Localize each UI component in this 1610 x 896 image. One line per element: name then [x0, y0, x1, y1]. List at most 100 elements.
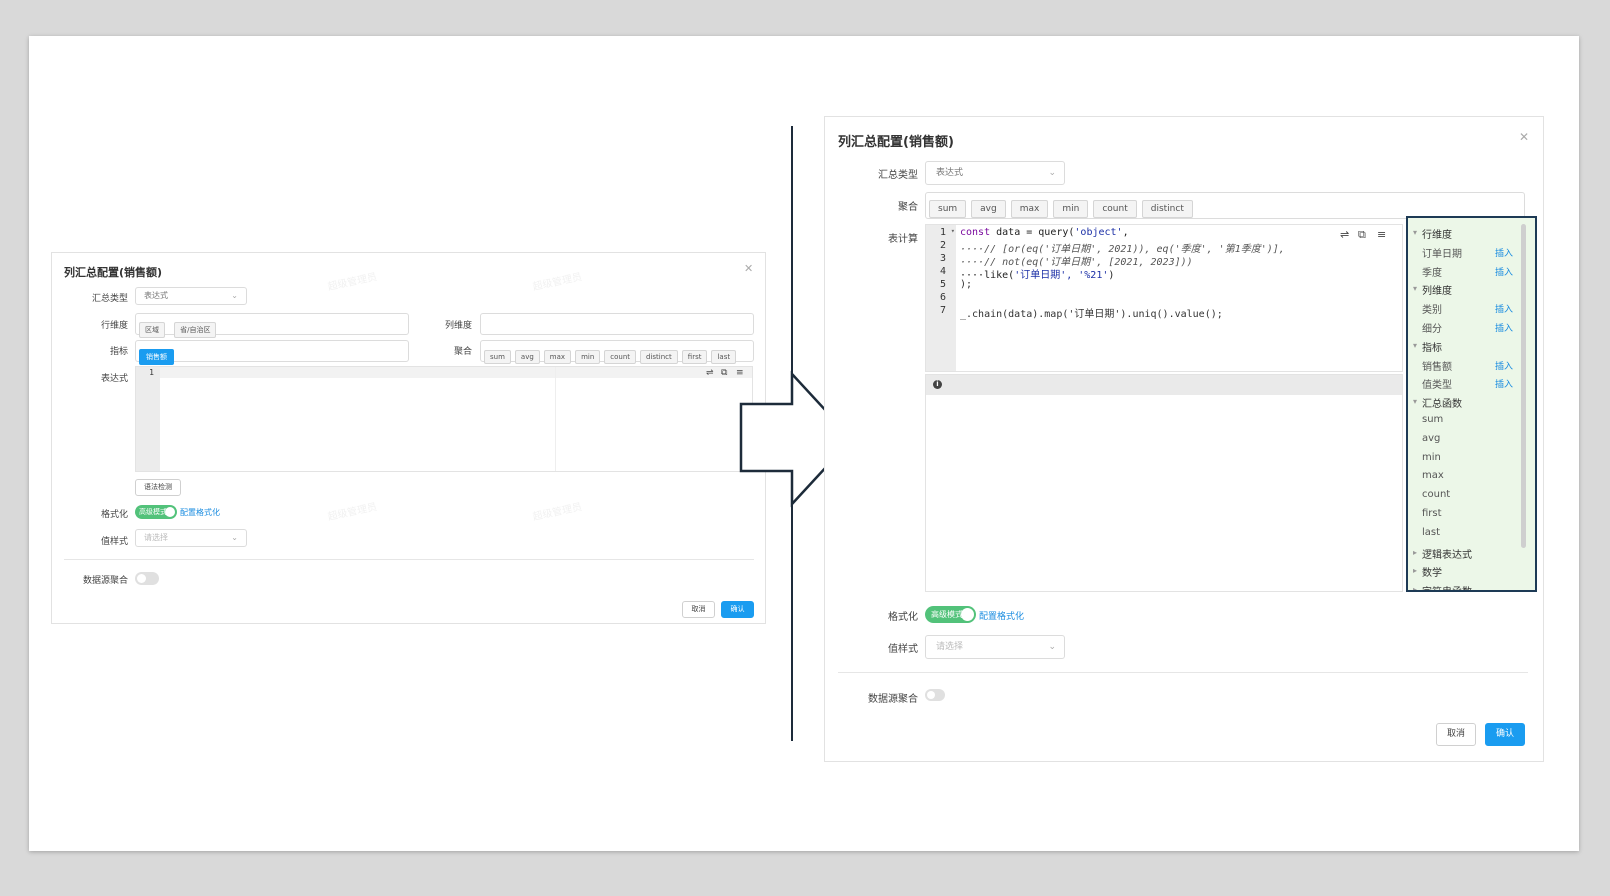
wrap-icon[interactable]: ⇌: [1340, 228, 1350, 241]
agg-chip[interactable]: max: [1010, 200, 1049, 218]
toggle-text: 高级模式: [931, 610, 963, 619]
tree-item[interactable]: first: [1408, 508, 1535, 527]
datasource-agg-toggle[interactable]: [925, 689, 945, 701]
tree-item[interactable]: max: [1408, 470, 1535, 489]
tree-group[interactable]: ▾行维度: [1408, 226, 1535, 245]
tree-item[interactable]: last: [1408, 527, 1535, 546]
datasource-agg-toggle[interactable]: [135, 572, 159, 585]
copy-icon[interactable]: ⧉: [721, 368, 728, 378]
insert-link[interactable]: 插入: [1494, 380, 1513, 391]
agg-chip[interactable]: first: [681, 350, 708, 364]
chevron-down-icon: ⌄: [231, 291, 238, 300]
code-line-2: ····// [or(eq('订单日期', 2021)), eq('季度', '…: [960, 244, 1285, 255]
cancel-button[interactable]: 取消: [1436, 723, 1476, 746]
confirm-button[interactable]: 确认: [1485, 723, 1525, 746]
editor-split-line: [555, 367, 556, 471]
code-line-3: ····// not(eq('订单日期', [2021, 2023])): [960, 257, 1193, 268]
caret-right-icon: ▸: [1413, 547, 1418, 557]
summary-type-label: 汇总类型: [878, 170, 918, 181]
tree-item[interactable]: 订单日期插入: [1408, 245, 1535, 264]
tree-group[interactable]: ▸数学: [1408, 564, 1535, 583]
left-config-dialog: 超级管理员 超级管理员 超级管理员 超级管理员 超级管理员 超级管理员 超级管理…: [51, 252, 766, 624]
copy-icon[interactable]: ⧉: [1358, 228, 1366, 241]
insert-link[interactable]: 插入: [1494, 361, 1513, 372]
syntax-check-button[interactable]: 语法检测: [135, 479, 181, 496]
agg-chip[interactable]: sum: [484, 350, 511, 364]
row-dim-label: 行维度: [100, 321, 128, 331]
tree-item[interactable]: sum: [1408, 414, 1535, 433]
tree-item[interactable]: 细分插入: [1408, 320, 1535, 339]
agg-chip[interactable]: min: [575, 350, 601, 364]
value-style-select[interactable]: 请选择 ⌄: [925, 635, 1065, 659]
advanced-mode-toggle[interactable]: 高级模式: [925, 606, 976, 623]
value-style-label: 值样式: [100, 537, 128, 547]
summary-type-select[interactable]: 表达式 ⌄: [135, 287, 247, 305]
calc-label: 表计算: [888, 234, 918, 245]
agg-chip[interactable]: avg: [514, 350, 540, 364]
tree-group[interactable]: ▸逻辑表达式: [1408, 546, 1535, 565]
tree-group[interactable]: ▾指标: [1408, 339, 1535, 358]
tree-item[interactable]: 季度插入: [1408, 264, 1535, 283]
tree-group[interactable]: ▾汇总函数: [1408, 395, 1535, 414]
value-style-select[interactable]: 请选择 ⌄: [135, 529, 247, 547]
line-number: 1: [939, 227, 946, 238]
agg-chip[interactable]: count: [1093, 200, 1137, 218]
tree-item[interactable]: 类别插入: [1408, 301, 1535, 320]
code-line-1: const data = query('object',: [960, 227, 1129, 238]
tree-item[interactable]: 销售额插入: [1408, 358, 1535, 377]
col-dim-field[interactable]: [480, 313, 754, 335]
tree-scrollbar[interactable]: [1521, 224, 1526, 548]
row-dim-chip[interactable]: 区域: [139, 322, 165, 338]
dialog-title: 列汇总配置(销售额): [64, 266, 163, 279]
metric-label: 指标: [109, 347, 128, 357]
insert-link[interactable]: 插入: [1494, 305, 1513, 316]
configure-format-link[interactable]: 配置格式化: [979, 612, 1025, 622]
caret-down-icon: ▾: [1413, 340, 1418, 350]
summary-type-select[interactable]: 表达式 ⌄: [925, 161, 1065, 185]
tree-group[interactable]: ▸字符串函数: [1408, 583, 1535, 590]
agg-chip[interactable]: distinct: [640, 350, 678, 364]
tree-item-label: sum: [1422, 414, 1444, 425]
tree-item[interactable]: count: [1408, 489, 1535, 508]
agg-chip[interactable]: distinct: [1141, 200, 1193, 218]
line-number: 4: [939, 266, 946, 277]
metric-chip[interactable]: 销售额: [139, 349, 174, 365]
row-dim-field[interactable]: 区域 省/自治区: [135, 313, 409, 338]
dialog-title: 列汇总配置(销售额): [838, 135, 954, 150]
close-icon[interactable]: ✕: [1519, 130, 1530, 144]
tree-group[interactable]: ▾列维度: [1408, 282, 1535, 301]
close-icon[interactable]: ✕: [744, 262, 754, 275]
wrap-icon[interactable]: ⇌: [706, 368, 714, 378]
format-icon[interactable]: ≡: [736, 368, 744, 378]
summary-type-value: 表达式: [936, 168, 964, 178]
expression-editor[interactable]: 1 ⇌ ⧉ ≡: [135, 366, 753, 472]
toggle-text: 高级模式: [139, 508, 167, 516]
tree-item[interactable]: avg: [1408, 433, 1535, 452]
metric-field[interactable]: 销售额: [135, 340, 409, 365]
advanced-mode-toggle[interactable]: 高级模式: [135, 505, 177, 519]
agg-chip[interactable]: min: [1053, 200, 1089, 218]
configure-format-link[interactable]: 配置格式化: [180, 508, 220, 517]
format-icon[interactable]: ≡: [1377, 228, 1387, 241]
insert-link[interactable]: 插入: [1494, 324, 1513, 334]
confirm-button[interactable]: 确认: [721, 601, 754, 618]
tree-item-label: 汇总函数: [1422, 399, 1462, 411]
cancel-button[interactable]: 取消: [682, 601, 715, 618]
code-editor[interactable]: 1 ▾ 2 3 4 5 6 7 const data = query('obje…: [925, 224, 1403, 372]
editor-gutter: [136, 367, 160, 471]
insert-link[interactable]: 插入: [1494, 267, 1513, 278]
agg-chip[interactable]: avg: [971, 200, 1006, 218]
agg-chip[interactable]: sum: [929, 200, 967, 218]
agg-chip[interactable]: count: [604, 350, 637, 364]
agg-chip[interactable]: last: [711, 350, 737, 364]
agg-chip[interactable]: max: [543, 350, 572, 364]
code-line-7: _.chain(data).map('订单日期').uniq().value()…: [960, 309, 1223, 320]
tree-item-label: max: [1422, 470, 1444, 482]
row-dim-chip[interactable]: 省/自治区: [174, 322, 217, 338]
insert-link[interactable]: 插入: [1494, 248, 1513, 259]
tree-item[interactable]: 值类型插入: [1408, 376, 1535, 395]
agg-label: 聚合: [898, 202, 918, 213]
tree-item[interactable]: min: [1408, 452, 1535, 471]
